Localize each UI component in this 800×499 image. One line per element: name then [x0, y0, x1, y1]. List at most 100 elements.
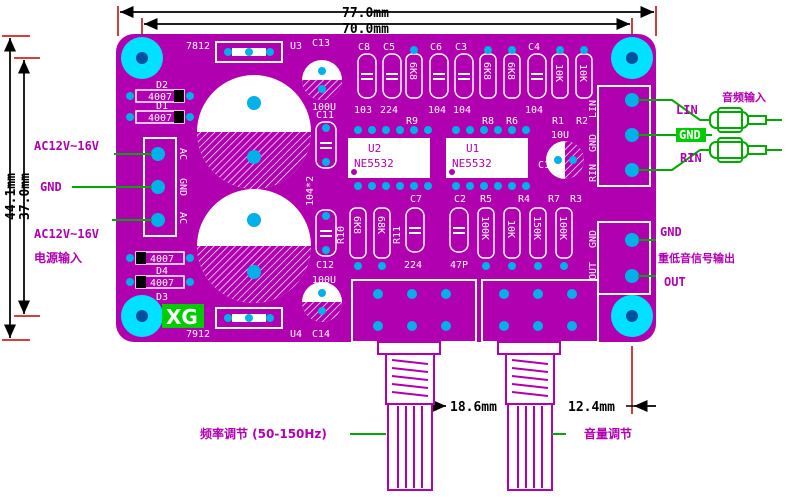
r8-label: R8	[482, 116, 494, 127]
c7-label: C7	[410, 194, 422, 205]
reg-bottom-label: 7912	[186, 329, 210, 340]
power-input-label: 电源输入	[34, 250, 82, 265]
u3-label: U3	[290, 41, 302, 52]
d2-label: D2	[156, 80, 168, 91]
gnd-right-badge	[676, 128, 706, 142]
c7-value: 224	[404, 260, 422, 271]
c13-label: C13	[312, 38, 330, 49]
rin-label: RIN	[680, 151, 702, 165]
r6-label: R6	[506, 116, 518, 127]
sub-output-label: 重低音信号输出	[658, 251, 735, 265]
filter-cap-top	[197, 75, 311, 189]
cap-c12	[315, 209, 337, 257]
r5-value: 100K	[479, 216, 490, 240]
c1-value: 10U	[551, 130, 569, 141]
gnd-out-label: GND	[660, 225, 682, 239]
r6-value: 6K8	[505, 62, 516, 80]
r1-value: 10K	[553, 64, 564, 82]
gnd-left-label: GND	[40, 180, 62, 194]
xg-logo: XG	[166, 305, 198, 329]
output-wires	[638, 239, 656, 277]
r9-label: R9	[406, 116, 418, 127]
term-lin: LIN	[588, 100, 599, 118]
c8-label: C8	[358, 42, 370, 53]
r10-value: 6K8	[351, 216, 362, 234]
term-out-gnd: GND	[588, 230, 599, 248]
d1-value: 4007	[148, 113, 172, 124]
u1-label: U1	[466, 142, 479, 155]
regulator-7912	[215, 307, 283, 329]
reg-top-label: 7812	[186, 41, 210, 52]
c14-label: C14	[312, 329, 330, 340]
term-in-gnd: GND	[588, 134, 599, 152]
r3-label: R3	[570, 194, 582, 205]
top-caps	[357, 53, 547, 99]
d3-label: D3	[156, 292, 168, 303]
r11-label: R11	[392, 226, 403, 244]
r11-value: 68K	[375, 216, 386, 234]
r5-label: R5	[480, 194, 492, 205]
lin-label: LIN	[676, 103, 698, 117]
cap-c1	[546, 141, 584, 179]
r3-value: 100K	[557, 216, 568, 240]
d3-value: 4007	[150, 278, 174, 289]
pot-volume[interactable]	[481, 279, 599, 491]
cap-c14	[302, 282, 342, 322]
r8-value: 6K8	[481, 62, 492, 80]
r7-value: 150K	[531, 216, 542, 240]
volume-adjust-label: 音量调节	[584, 426, 632, 441]
r9-value: 6K8	[407, 62, 418, 80]
pad-row-top	[354, 126, 530, 190]
u2-part: NE5532	[354, 157, 394, 170]
u2-label: U2	[368, 142, 381, 155]
r1-label: R1	[552, 116, 564, 127]
c1-label: C1	[538, 160, 550, 171]
c13-value: 100U	[312, 102, 336, 113]
dim-height-inner: 37.0mm	[18, 173, 33, 220]
c8-value: 103	[354, 105, 372, 116]
c3-value: 104	[453, 105, 471, 116]
dim-width-outer: 77.0mm	[342, 6, 389, 21]
ic-u1	[446, 138, 528, 178]
cap-c13	[302, 60, 342, 100]
c5-label: C5	[383, 42, 395, 53]
c4-value: 104	[525, 105, 543, 116]
u1-part: NE5532	[452, 157, 492, 170]
diodes	[126, 89, 194, 289]
c5-value: 224	[380, 105, 398, 116]
dim-pot-offset: 12.4mm	[568, 400, 615, 415]
cap-c11	[315, 121, 337, 169]
c11-label: C11	[316, 110, 334, 121]
r10-label: R10	[336, 226, 347, 244]
audio-input-label: 音频输入	[722, 90, 766, 104]
output-terminal	[597, 221, 651, 295]
term-out-out: OUT	[588, 262, 599, 280]
c2-label: C2	[454, 194, 466, 205]
freq-adjust-label: 频率调节 (50-150Hz)	[200, 426, 327, 441]
u4-label: U4	[290, 329, 302, 340]
c2-value: 47P	[450, 260, 468, 271]
dim-height-outer: 44.1mm	[4, 173, 19, 220]
c3-label: C3	[455, 42, 467, 53]
c104-2-label: 104*2	[305, 176, 316, 206]
ic-u2	[348, 138, 430, 178]
d1-label: D1	[156, 101, 168, 112]
term-rin: RIN	[588, 164, 599, 182]
pot-frequency[interactable]	[351, 279, 477, 491]
r7-label: R7	[548, 194, 560, 205]
term-ac-2: AC	[177, 212, 188, 224]
out-label: OUT	[664, 275, 686, 289]
r4-label: R4	[518, 194, 530, 205]
filter-cap-bottom	[197, 189, 311, 303]
c14-value: 100U	[312, 275, 336, 286]
xg-logo-box	[162, 304, 204, 328]
c6-value: 104	[428, 105, 446, 116]
ac-bottom-label: AC12V~16V	[34, 227, 99, 241]
c4-label: C4	[528, 42, 540, 53]
term-gnd: GND	[177, 178, 188, 196]
dim-width-inner: 70.0mm	[342, 22, 389, 37]
ac-top-label: AC12V~16V	[34, 139, 99, 153]
d4-label: D4	[156, 266, 168, 277]
d4-value: 4007	[150, 254, 174, 265]
